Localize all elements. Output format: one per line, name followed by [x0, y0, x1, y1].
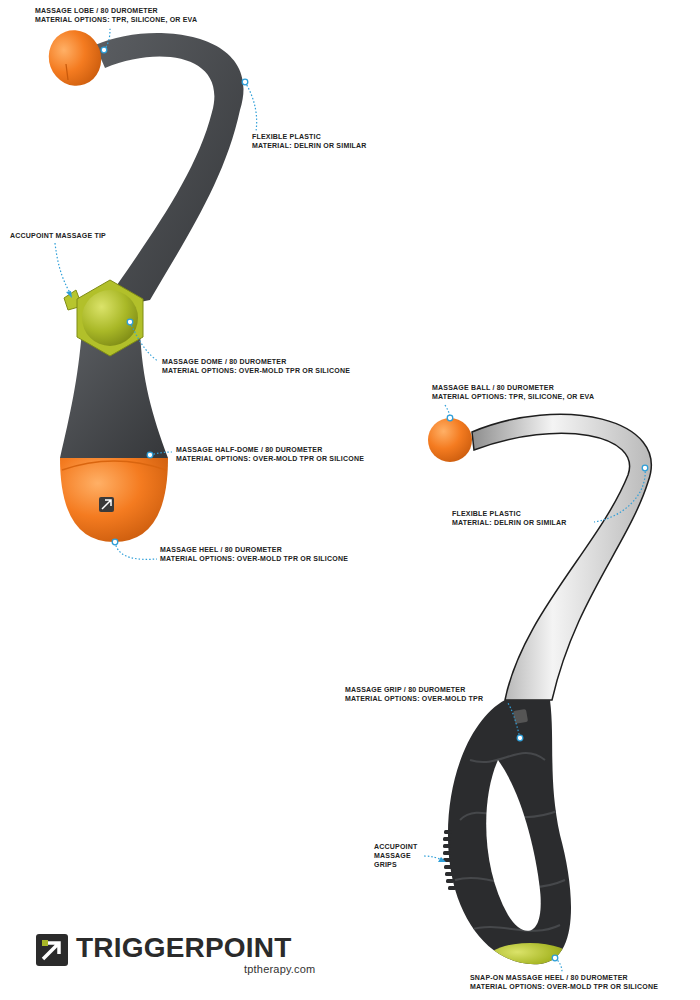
right-massager: [428, 414, 651, 973]
callout-label: MASSAGE: [374, 852, 411, 861]
callout-label: MASSAGE BALL / 80 DUROMETER: [432, 384, 554, 393]
callout-label: ACCUPOINT MASSAGE TIP: [10, 232, 106, 241]
lobe-slit: [66, 64, 68, 80]
callout-label: GRIPS: [374, 861, 397, 870]
callout-label: ACCUPOINT: [374, 843, 417, 852]
logo-mark: [102, 500, 111, 509]
callout-label: MATERIAL: DELRIN OR SIMILAR: [452, 519, 567, 528]
callout-label: MATERIAL OPTIONS: OVER-MOLD TPR OR SILIC…: [176, 455, 364, 464]
callout-label: MASSAGE GRIP / 80 DUROMETER: [345, 686, 465, 695]
grip-hole: [486, 760, 541, 931]
callout-label: MASSAGE HEEL / 80 DUROMETER: [160, 546, 282, 555]
callout-label: FLEXIBLE PLASTIC: [452, 510, 521, 519]
massage-dome: [82, 290, 138, 346]
callout-label: MATERIAL: DELRIN OR SIMILAR: [252, 142, 367, 151]
leader-lines: [55, 28, 645, 972]
massage-lobe: [41, 23, 109, 93]
callout-label: MASSAGE HALF-DOME / 80 DUROMETER: [176, 446, 322, 455]
accupoint-teeth: [443, 830, 456, 890]
callout-label: MATERIAL OPTIONS: OVER-MOLD TPR OR SILIC…: [470, 983, 658, 992]
flexible-handle: [472, 414, 651, 700]
grip-texture: [455, 753, 572, 973]
callout-label: MATERIAL OPTIONS: OVER-MOLD TPR: [345, 695, 483, 704]
logo-badge: [513, 709, 528, 724]
left-massager: [41, 23, 244, 542]
callout-label: SNAP-ON MASSAGE HEEL / 80 DUROMETER: [470, 974, 628, 983]
leader-dots: [101, 47, 648, 961]
callout-label: MATERIAL OPTIONS: OVER-MOLD TPR OR SILIC…: [160, 555, 348, 564]
green-collar: [77, 280, 143, 356]
massage-ball: [428, 418, 472, 462]
callout-label: MASSAGE LOBE / 80 DUROMETER: [35, 7, 158, 16]
flexible-handle: [95, 33, 244, 310]
brand-logo: TRIGGERPOINT: [76, 934, 292, 962]
callout-label: MATERIAL OPTIONS: TPR, SILICONE, OR EVA: [432, 393, 594, 402]
website-url: tptherapy.com: [244, 963, 315, 977]
callout-label: MATERIAL OPTIONS: TPR, SILICONE, OR EVA: [35, 16, 197, 25]
callout-label: FLEXIBLE PLASTIC: [252, 133, 321, 142]
callout-label: MATERIAL OPTIONS: OVER-MOLD TPR OR SILIC…: [162, 367, 350, 376]
massage-half-dome: [60, 458, 168, 542]
logo-badge: [99, 497, 114, 512]
callout-label: MASSAGE DOME / 80 DUROMETER: [162, 358, 286, 367]
snap-on-heel: [488, 943, 572, 973]
leader-arrowhead: [66, 291, 446, 862]
grip-loop: [448, 700, 571, 964]
brand-icon: [36, 934, 68, 966]
half-dome-rim: [62, 461, 166, 470]
